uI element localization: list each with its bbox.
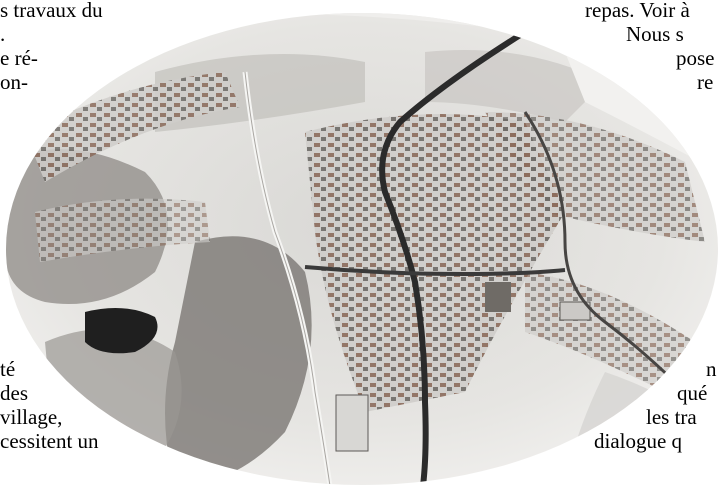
right-text-line-8: dialogue q [594,429,683,453]
aerial-village-photo [6,13,718,485]
left-text-line-1: s travaux du [0,0,103,22]
right-text-line-3: pose [676,46,715,70]
left-text-line-4: on- [0,70,28,94]
right-text-line-5: n [706,357,717,381]
right-text-line-7: les tra [646,405,697,429]
left-text-line-8: cessitent un [0,429,99,453]
left-text-line-3: e ré- [0,46,38,70]
right-text-line-1: repas. Voir à [585,0,690,22]
left-text-line-6: des [0,381,28,405]
right-text-line-4: re [697,70,714,94]
left-text-line-7: village, [0,405,63,429]
left-text-line-2: . [0,22,6,46]
right-text-line-6: qué [677,381,708,405]
right-text-line-2: Nous s [626,22,684,46]
left-text-line-5: té [0,357,16,381]
